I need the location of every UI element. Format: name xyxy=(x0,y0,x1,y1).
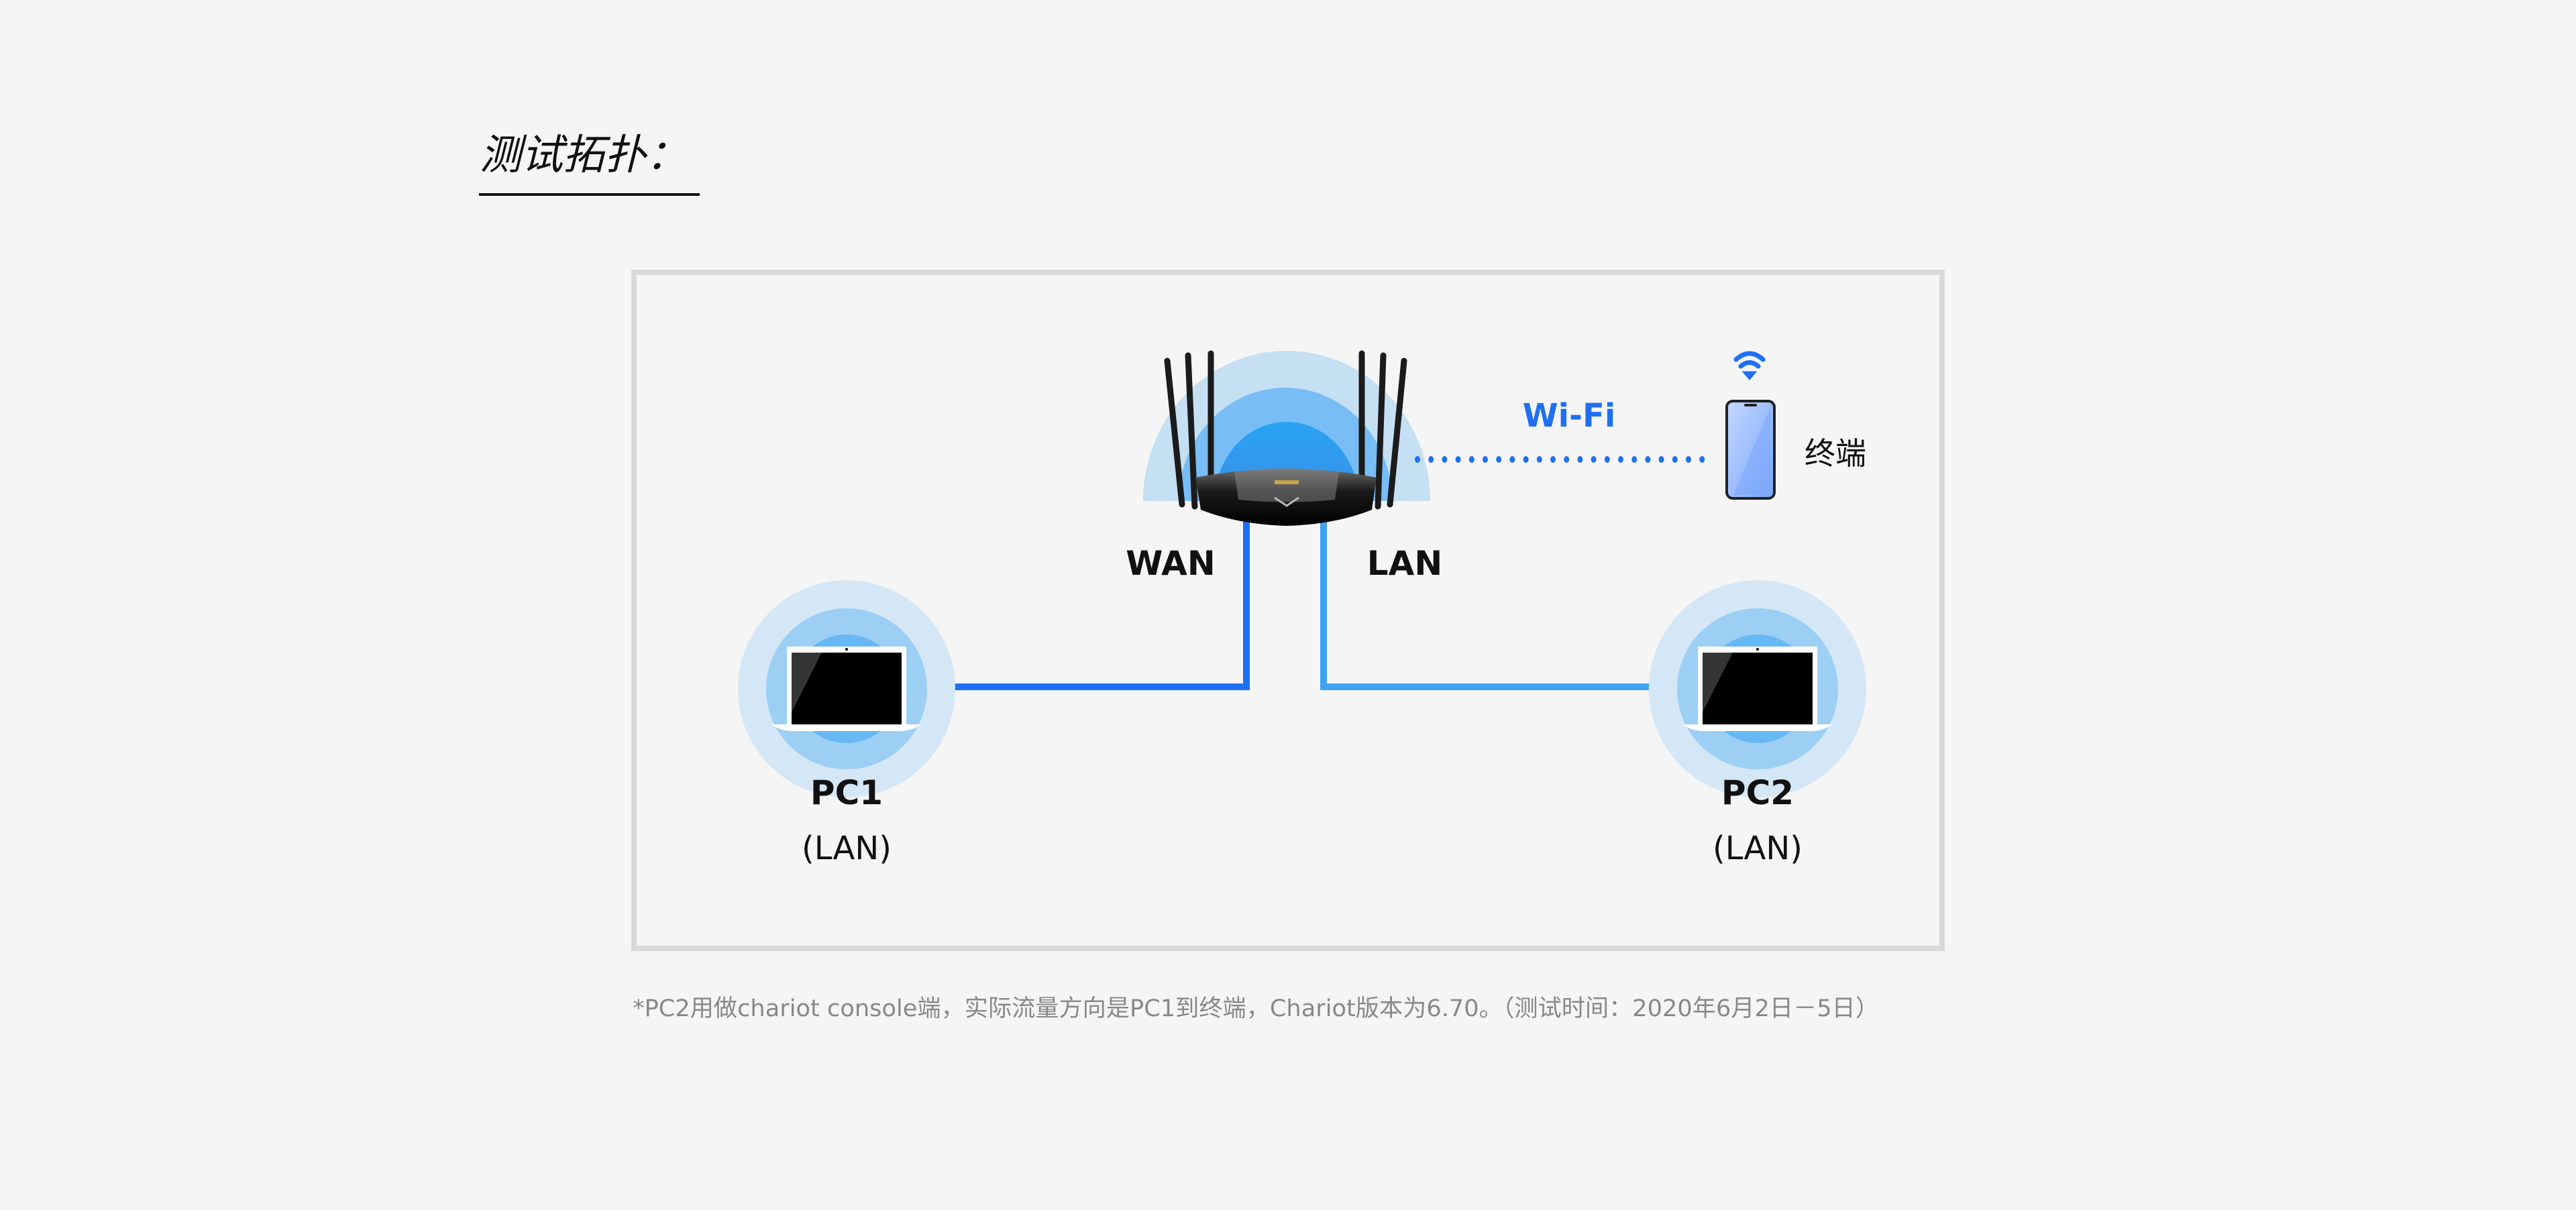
wifi-link-dot xyxy=(1604,456,1610,463)
pc2-port: (LAN) xyxy=(1713,830,1803,867)
page-title: 测试拓扑： xyxy=(480,130,688,179)
pc1-port: (LAN) xyxy=(802,830,892,867)
diagram-frame xyxy=(631,270,1945,951)
pc2-node: PC2 (LAN) xyxy=(1649,580,1866,867)
laptop-icon xyxy=(1682,647,1832,731)
terminal-label: 终端 xyxy=(1805,435,1866,472)
title-underline xyxy=(479,193,700,196)
wifi-link-dot xyxy=(1428,456,1434,463)
footnote: *PC2用做chariot console端，实际流量方向是PC1到终端，Cha… xyxy=(633,995,1879,1022)
wifi-link-dot xyxy=(1672,456,1678,463)
wifi-link-dot xyxy=(1442,456,1448,463)
laptop-icon xyxy=(771,647,921,731)
wan-label: WAN xyxy=(1126,544,1215,583)
wifi-link-dot xyxy=(1577,456,1583,463)
pc1-name: PC1 xyxy=(810,773,883,812)
wifi-link-dot xyxy=(1645,456,1651,463)
wifi-link-dot xyxy=(1483,456,1488,463)
lan-link xyxy=(1320,516,1704,690)
phone-icon xyxy=(1725,400,1776,500)
wifi-link-dot xyxy=(1699,456,1705,463)
wifi-link-dot xyxy=(1536,456,1542,463)
wifi-link-dot xyxy=(1496,456,1502,463)
wifi-signal-icon xyxy=(1733,351,1766,380)
wifi-link xyxy=(1415,456,1705,463)
pc2-name: PC2 xyxy=(1721,773,1794,812)
wan-link xyxy=(907,516,1250,690)
wifi-link-dot xyxy=(1468,456,1474,463)
router-icon xyxy=(1164,350,1407,526)
wifi-link-dot xyxy=(1550,456,1556,463)
wifi-link-dot xyxy=(1658,456,1664,463)
wifi-link-dot xyxy=(1618,456,1623,463)
wifi-link-dot xyxy=(1455,456,1461,463)
wifi-link-dot xyxy=(1591,456,1597,463)
wifi-link-dot xyxy=(1415,456,1420,463)
wifi-link-dot xyxy=(1564,456,1570,463)
pc1-node: PC1 (LAN) xyxy=(738,580,955,867)
wifi-link-dot xyxy=(1523,456,1529,463)
wifi-link-dot xyxy=(1509,456,1515,463)
wifi-link-dot xyxy=(1686,456,1691,463)
wifi-link-dot xyxy=(1631,456,1638,463)
wifi-label: Wi-Fi xyxy=(1523,397,1616,435)
lan-label: LAN xyxy=(1367,544,1442,583)
